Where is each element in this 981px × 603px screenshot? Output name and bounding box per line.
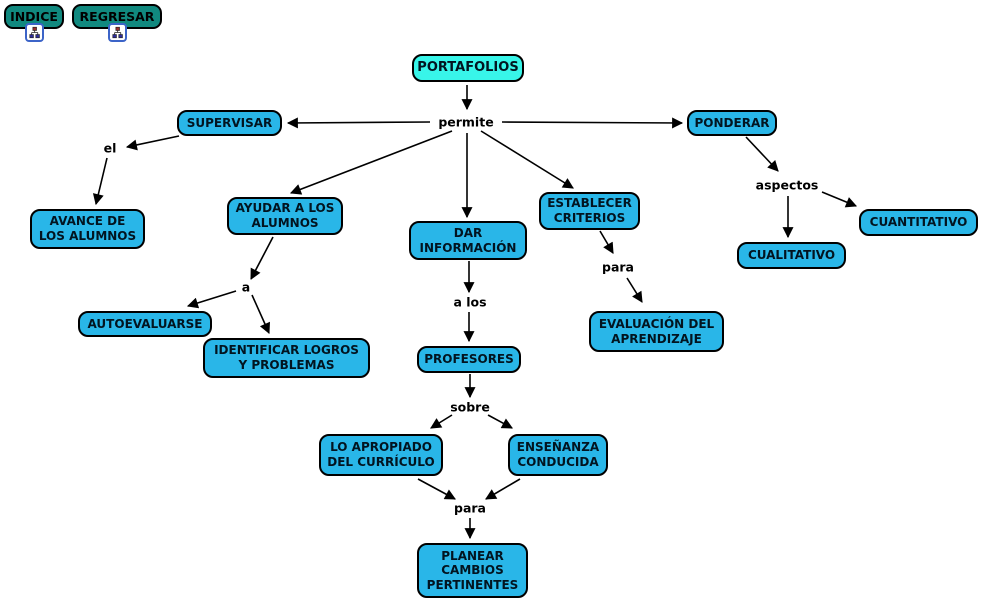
node-establecer-criterios: ESTABLECER CRITERIOS: [539, 192, 640, 230]
node-profesores: PROFESORES: [417, 346, 521, 373]
edge-a-autoevaluarse: [186, 290, 237, 309]
sitemap-glyph: [112, 26, 123, 39]
edge-permite-establecer: [480, 130, 574, 189]
link-label-el: el: [100, 140, 120, 156]
link-label-para-planear: para: [451, 500, 489, 516]
edge-aspectos-cuantitativo: [821, 191, 858, 208]
sitemap-glyph: [29, 26, 40, 39]
link-label-para-evaluacion: para: [599, 259, 637, 275]
edge-permite-supervisar: [286, 117, 431, 129]
node-avance-de-los-alumnos: AVANCE DE LOS ALUMNOS: [30, 209, 145, 249]
link-label-sobre: sobre: [447, 399, 493, 415]
link-label-a-los: a los: [450, 294, 490, 310]
sitemap-icon[interactable]: [108, 23, 127, 42]
sitemap-icon[interactable]: [25, 23, 44, 42]
edge-ayudar-a: [250, 236, 274, 280]
node-cuantitativo: CUANTITATIVO: [859, 209, 978, 236]
link-label-permite: permite: [435, 114, 497, 130]
edge-para-evaluacion: [626, 277, 643, 303]
edge-establecer-para: [599, 230, 614, 254]
node-identificar-logros-y-problemas: IDENTIFICAR LOGROS Y PROBLEMAS: [203, 338, 370, 378]
edge-permite-ayudar: [289, 130, 453, 195]
node-cualitativo: CUALITATIVO: [737, 242, 846, 269]
edge-supervisar-el: [125, 135, 180, 151]
node-dar-informacion: DAR INFORMACIÓN: [409, 221, 527, 260]
node-ayudar-a-los-alumnos: AYUDAR A LOS ALUMNOS: [227, 197, 343, 235]
edges: [92, 85, 858, 540]
link-label-a: a: [238, 279, 254, 295]
edge-ensenanza-para: [485, 478, 521, 500]
edge-sobre-apropiado: [430, 414, 453, 429]
node-supervisar: SUPERVISAR: [177, 110, 282, 136]
edge-permite-ponderar: [501, 117, 684, 129]
edge-ponderar-aspectos: [745, 136, 779, 172]
edge-el-avance: [92, 157, 108, 206]
node-lo-apropiado-del-curriculo: LO APROPIADO DEL CURRÍCULO: [319, 434, 443, 476]
node-planear-cambios-pertinentes: PLANEAR CAMBIOS PERTINENTES: [417, 543, 528, 598]
edge-a-identificar: [251, 294, 270, 335]
node-portafolios: PORTAFOLIOS: [412, 54, 524, 82]
edge-apropiado-para: [417, 478, 456, 500]
node-evaluacion-del-aprendizaje: EVALUACIÓN DEL APRENDIZAJE: [589, 311, 724, 352]
node-ensenanza-conducida: ENSEÑANZA CONDUCIDA: [508, 434, 608, 476]
node-ponderar: PONDERAR: [687, 110, 777, 136]
node-autoevaluarse: AUTOEVALUARSE: [78, 311, 212, 337]
link-label-aspectos: aspectos: [752, 177, 822, 193]
edge-sobre-ensenanza: [487, 414, 513, 429]
